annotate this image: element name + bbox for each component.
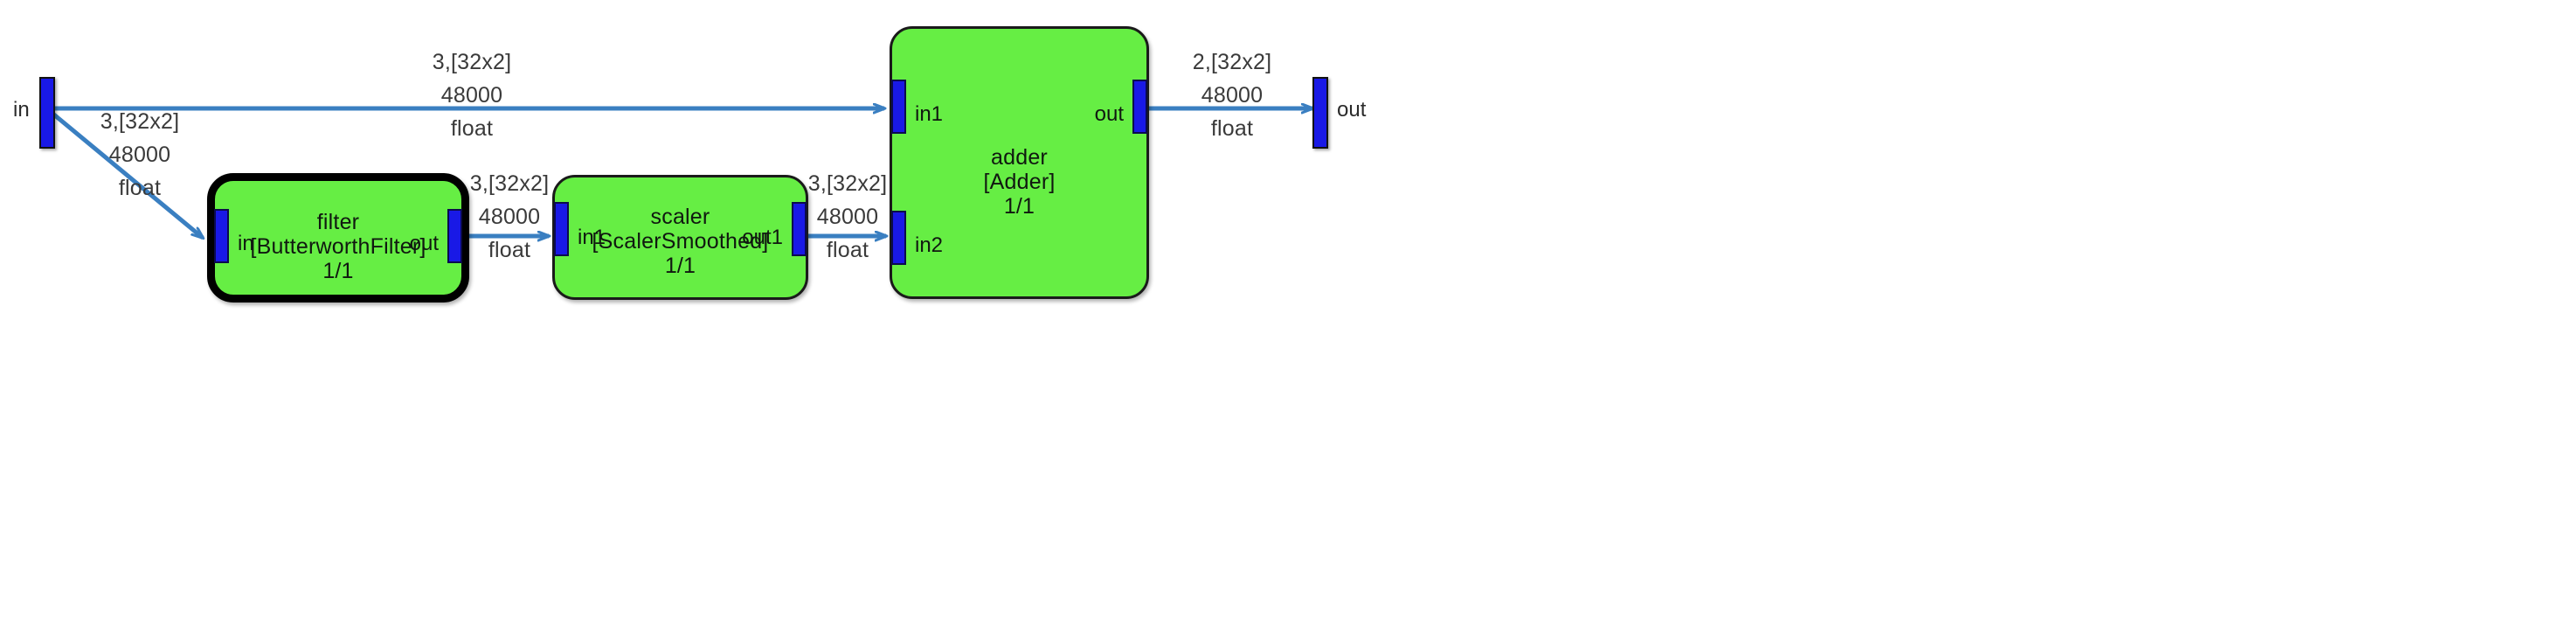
edge-dtype: float bbox=[118, 176, 162, 200]
edge-dtype: float bbox=[1210, 116, 1254, 141]
edge-label-in-to-filter-in: 3,[32x2] 48000 float bbox=[52, 105, 227, 205]
node-scaler-type: [ScalerSmoothed] bbox=[592, 229, 769, 254]
edge-channels: 3,[32x2] bbox=[100, 109, 180, 134]
edge-channels: 3,[32x2] bbox=[432, 50, 512, 74]
graph-input-terminal[interactable] bbox=[39, 77, 55, 149]
edge-rate: 48000 bbox=[478, 205, 541, 229]
node-adder-rate: 1/1 bbox=[1003, 194, 1035, 219]
edge-dtype: float bbox=[488, 238, 531, 262]
node-filter-port-out-label: out bbox=[409, 232, 439, 255]
node-adder-port-in1-label: in1 bbox=[915, 102, 944, 126]
edge-rate: 48000 bbox=[108, 143, 171, 167]
node-filter-name: filter bbox=[316, 210, 360, 234]
edge-dtype: float bbox=[450, 116, 494, 141]
node-scaler[interactable]: in1 out1 scaler [ScalerSmoothed] 1/1 bbox=[552, 175, 808, 300]
graph-output-terminal[interactable] bbox=[1312, 77, 1328, 149]
edge-channels: 3,[32x2] bbox=[807, 171, 888, 196]
edge-dtype: float bbox=[826, 238, 869, 262]
graph-input-label: in bbox=[13, 98, 30, 122]
node-filter[interactable]: in out filter [ButterworthFilter] 1/1 bbox=[207, 173, 469, 303]
edge-label-in-to-adder-in1: 3,[32x2] 48000 float bbox=[384, 45, 559, 145]
node-adder-port-in2[interactable] bbox=[891, 211, 906, 265]
node-scaler-rate: 1/1 bbox=[664, 254, 696, 278]
node-scaler-port-out1[interactable] bbox=[792, 202, 807, 256]
node-filter-port-out[interactable] bbox=[447, 209, 462, 263]
node-filter-type: [ButterworthFilter] bbox=[250, 234, 426, 259]
node-scaler-port-in1[interactable] bbox=[554, 202, 569, 256]
edge-rate: 48000 bbox=[1201, 83, 1264, 108]
node-adder-port-in2-label: in2 bbox=[915, 233, 944, 257]
node-adder-type: [Adder] bbox=[983, 170, 1056, 194]
node-adder-port-out[interactable] bbox=[1132, 80, 1147, 134]
node-scaler-port-out1-label: out1 bbox=[742, 226, 783, 249]
node-adder[interactable]: in1 in2 out adder [Adder] 1/1 bbox=[890, 26, 1149, 299]
graph-output-label: out bbox=[1337, 98, 1367, 122]
edge-label-adder-out-to-out: 2,[32x2] 48000 float bbox=[1145, 45, 1319, 145]
node-adder-port-out-label: out bbox=[1094, 102, 1124, 126]
node-scaler-name: scaler bbox=[650, 205, 710, 229]
node-filter-rate: 1/1 bbox=[322, 259, 354, 283]
edge-label-scaler-out1-to-adder-in2: 3,[32x2] 48000 float bbox=[760, 167, 935, 267]
node-filter-port-in[interactable] bbox=[214, 209, 229, 263]
edge-rate: 48000 bbox=[440, 83, 503, 108]
node-scaler-port-in1-label: in1 bbox=[578, 226, 606, 249]
edge-channels: 3,[32x2] bbox=[469, 171, 550, 196]
edge-rate: 48000 bbox=[816, 205, 879, 229]
node-filter-port-in-label: in bbox=[238, 232, 254, 255]
node-adder-port-in1[interactable] bbox=[891, 80, 906, 134]
edge-label-filter-out-to-scaler-in1: 3,[32x2] 48000 float bbox=[422, 167, 597, 267]
node-adder-name: adder bbox=[991, 145, 1048, 170]
edge-channels: 2,[32x2] bbox=[1192, 50, 1272, 74]
